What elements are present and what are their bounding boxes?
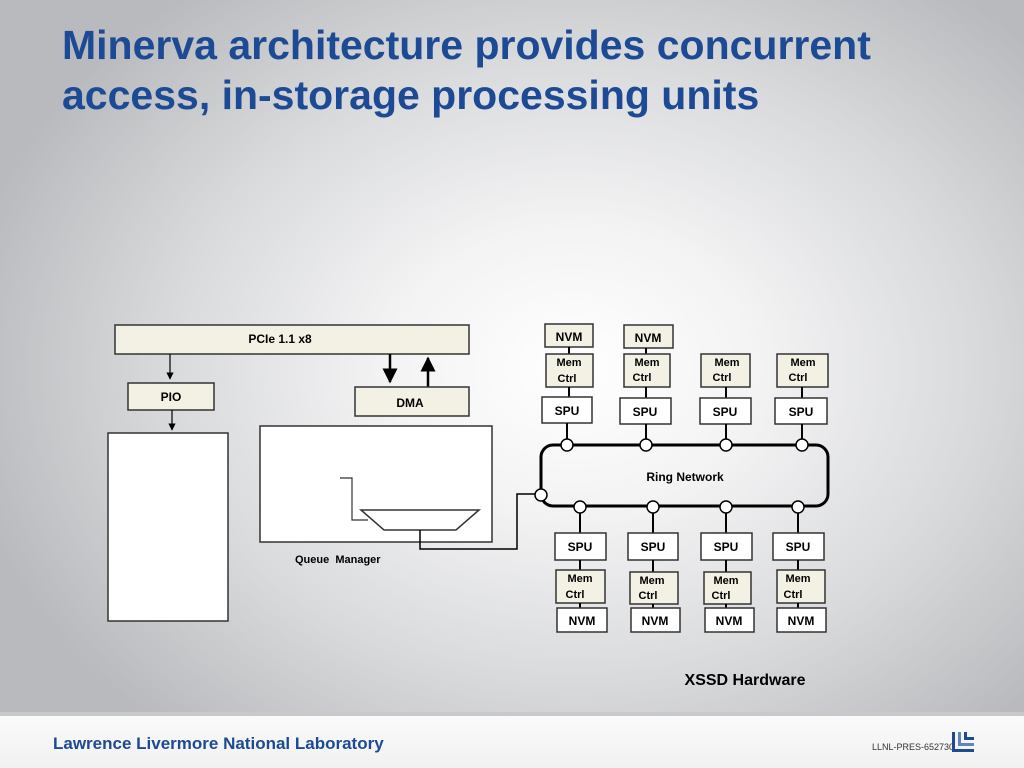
spu-box [619, 397, 672, 425]
spu-label: SPU [789, 405, 814, 419]
ring-network-label: Ring Network [646, 470, 724, 484]
ctrl-label: Ctrl [784, 589, 803, 601]
mem-ctrl-box [700, 353, 751, 388]
nvm-box [623, 324, 674, 349]
ctrl-label: Ctrl [558, 373, 577, 385]
spu-label: SPU [633, 405, 658, 419]
nvm-box [704, 607, 755, 633]
ring-network [539, 443, 830, 508]
ctrl-label: Ctrl [712, 590, 731, 602]
pio-label: PIO [161, 390, 182, 404]
mem-ctrl-box [776, 353, 829, 388]
nvm-label: NVM [635, 331, 662, 345]
nvm-label: NVM [788, 614, 815, 628]
ring-node [719, 500, 733, 514]
ring-node [573, 500, 587, 514]
spu-box [627, 532, 679, 561]
mem-ctrl-box [776, 569, 826, 604]
mem-label: Mem [567, 573, 592, 585]
bottom-unit: SPU Mem Ctrl NVM [772, 500, 827, 633]
ring-node [791, 500, 805, 514]
ring-node [719, 438, 733, 452]
top-unit: NVM Mem Ctrl SPU [619, 324, 674, 452]
ring-node [560, 438, 574, 452]
nvm-label: NVM [569, 614, 596, 628]
ring-node [639, 438, 653, 452]
spu-label: SPU [641, 540, 666, 554]
ring-node [646, 500, 660, 514]
slide-title: Minerva architecture provides concurrent… [62, 22, 871, 118]
mem-label: Mem [556, 357, 581, 369]
ring-node [534, 488, 548, 502]
mem-label: Mem [634, 357, 659, 369]
mem-label: Mem [639, 575, 664, 587]
nvm-label: NVM [556, 330, 583, 344]
top-unit: Mem Ctrl SPU [699, 353, 752, 452]
host-memory-block [107, 432, 229, 622]
ring-node [795, 438, 809, 452]
architecture-diagram: PCIe 1.1 x8 PIO DMA Queue Manager Ring N… [107, 323, 830, 689]
mem-ctrl-box [703, 571, 752, 605]
mem-ctrl-box [629, 571, 679, 605]
spu-label: SPU [713, 405, 738, 419]
spu-label: SPU [786, 540, 811, 554]
spu-label: SPU [714, 540, 739, 554]
footer-lab-name: Lawrence Livermore National Laboratory [53, 734, 384, 753]
footer-band [0, 712, 1024, 768]
nvm-label: NVM [716, 614, 743, 628]
top-unit: Mem Ctrl SPU [774, 353, 829, 452]
nvm-box [776, 607, 827, 633]
ctrl-label: Ctrl [789, 372, 808, 384]
mem-label: Mem [714, 357, 739, 369]
bottom-unit: SPU Mem Ctrl NVM [700, 500, 755, 633]
queue-to-ring-link [419, 493, 540, 550]
mem-label: Mem [785, 573, 810, 585]
spu-label: SPU [555, 404, 580, 418]
dma-label: DMA [396, 396, 424, 410]
llnl-logo-icon [952, 732, 974, 752]
nvm-box [630, 607, 681, 633]
mem-ctrl-box [545, 353, 594, 388]
mem-label: Mem [713, 575, 738, 587]
ctrl-label: Ctrl [713, 372, 732, 384]
bottom-unit: SPU Mem Ctrl NVM [554, 500, 608, 633]
nvm-label: NVM [642, 614, 669, 628]
pcie-label: PCIe 1.1 x8 [248, 332, 312, 346]
ctrl-label: Ctrl [566, 589, 585, 601]
mem-ctrl-box [555, 569, 606, 604]
nvm-box [556, 607, 608, 633]
mem-label: Mem [790, 357, 815, 369]
queue-mux [358, 509, 482, 531]
spu-label: SPU [568, 540, 593, 554]
ctrl-label: Ctrl [633, 372, 652, 384]
dma-box [354, 386, 470, 417]
pcie-bus [114, 324, 470, 355]
spu-box [554, 532, 607, 561]
queue-manager-label: Queue Manager [295, 554, 381, 566]
xssd-hardware-label: XSSD Hardware [685, 672, 806, 689]
bottom-unit: SPU Mem Ctrl NVM [627, 500, 681, 633]
footer-doc-code: LLNL-PRES-652730 [872, 742, 955, 752]
spu-box [699, 397, 752, 425]
queue-input-line [340, 477, 368, 521]
top-unit: NVM Mem Ctrl SPU [541, 323, 594, 452]
pio-box [127, 382, 215, 411]
ctrl-label: Ctrl [639, 590, 658, 602]
